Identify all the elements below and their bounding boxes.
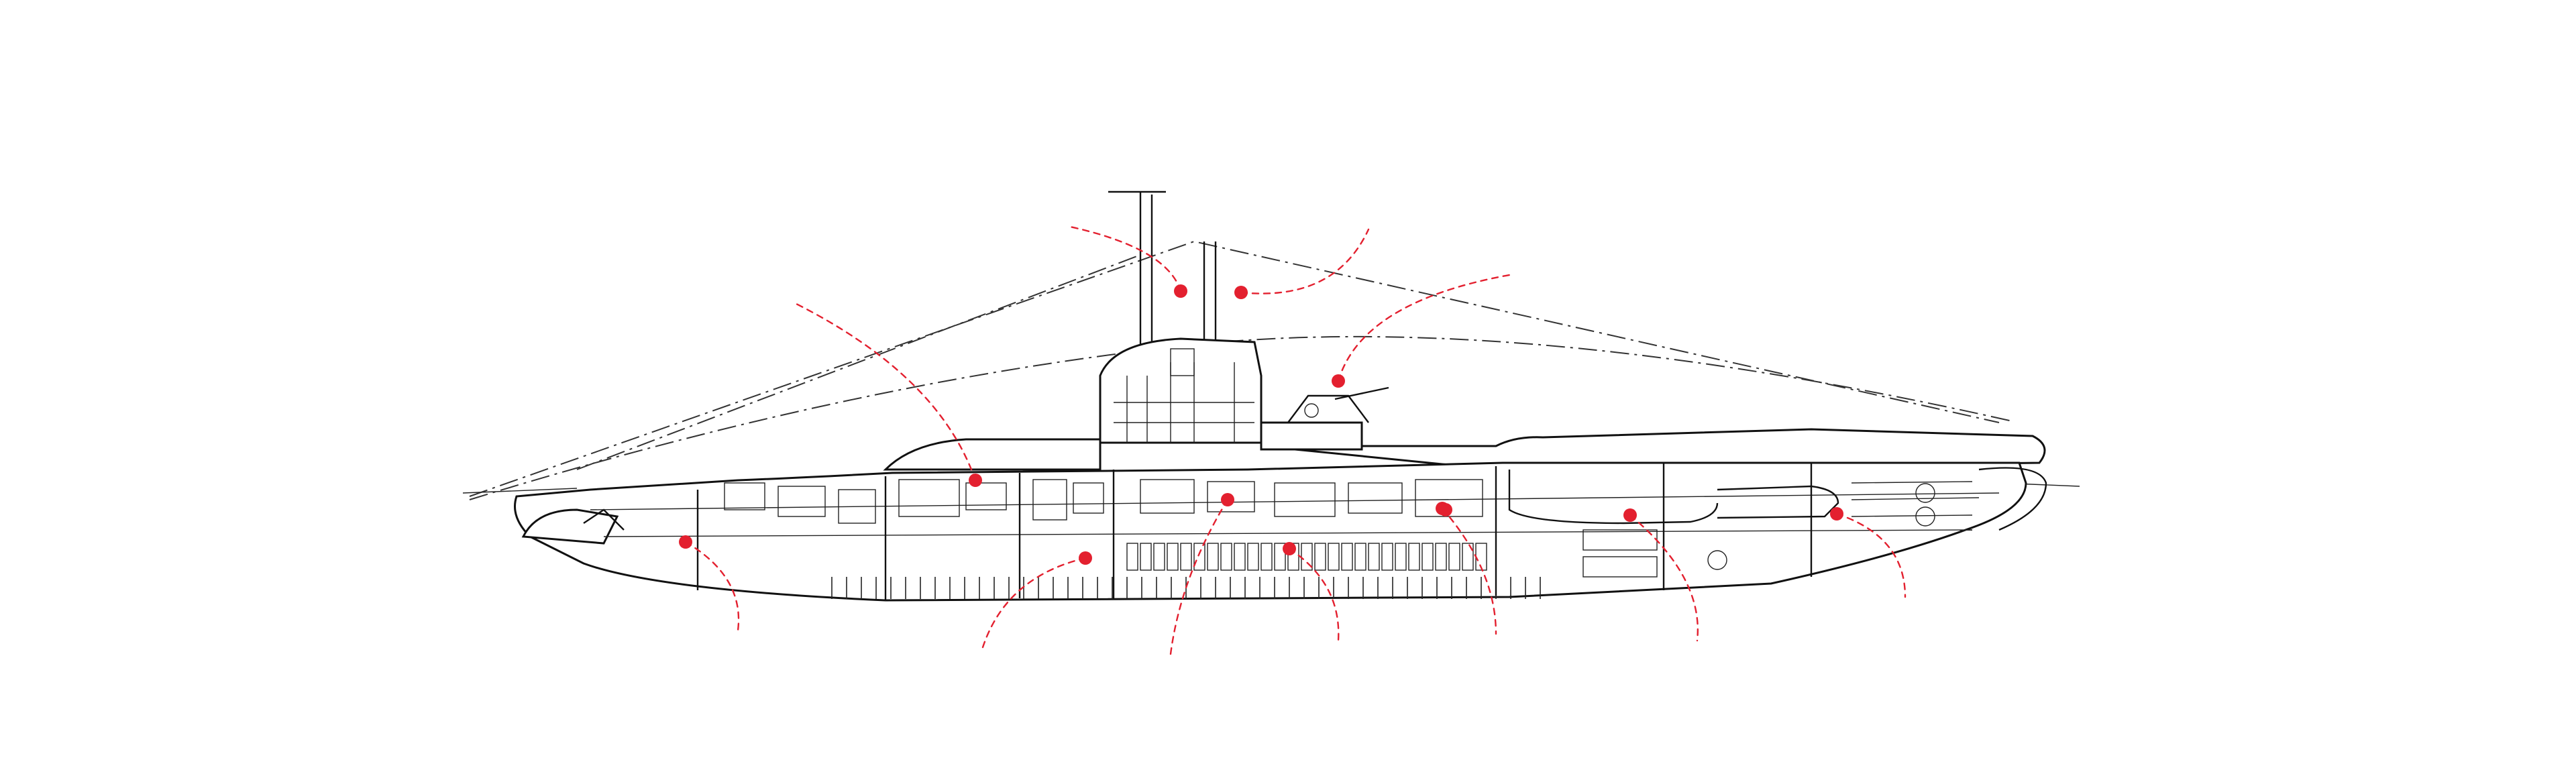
battery-cell	[1207, 543, 1219, 571]
leader-aft-battery	[981, 557, 1087, 649]
hotspot-deck-gun[interactable]	[1332, 374, 1345, 388]
battery-cell	[1274, 543, 1286, 571]
battery-cell	[1421, 543, 1434, 571]
leader-periscope	[1069, 225, 1182, 292]
battery-cell	[1180, 543, 1192, 571]
battery-cells	[1126, 543, 1487, 571]
leader-snorkel-mast	[1240, 228, 1370, 294]
battery-cell	[1126, 543, 1138, 571]
hotspot-layer	[679, 225, 1907, 655]
battery-cell	[1354, 543, 1366, 571]
aft-casing	[883, 438, 1102, 471]
leader-forward-battery	[1835, 512, 1907, 598]
hotspot-forward-battery[interactable]	[1830, 507, 1843, 521]
leader-aft-torpedo-room	[684, 541, 740, 632]
battery-cell	[1220, 543, 1232, 571]
hotspot-snorkel-mast[interactable]	[1234, 286, 1248, 299]
leader-control-room-aft	[1169, 498, 1229, 655]
leader-officers-quarters	[1629, 514, 1699, 642]
battery-cell	[1435, 543, 1447, 571]
forward-casing	[1260, 428, 2046, 471]
rigging-wires	[469, 240, 2013, 500]
hotspot-forward-torpedo-room[interactable]	[1439, 503, 1452, 516]
pressure-hull	[514, 461, 2027, 602]
battery-cell	[1341, 543, 1353, 571]
hotspot-aft-battery[interactable]	[1079, 551, 1092, 565]
battery-cell	[1462, 543, 1474, 571]
battery-cell	[1395, 543, 1407, 571]
battery-cell	[1153, 543, 1165, 571]
battery-cell	[1408, 543, 1420, 571]
hotspot-officers-quarters[interactable]	[1623, 508, 1637, 522]
hotspot-periscope[interactable]	[1174, 284, 1187, 298]
battery-cell	[1167, 543, 1179, 571]
deck-gun-mount	[1260, 386, 1389, 451]
hotspot-control-room-aft[interactable]	[1221, 493, 1234, 506]
internal-machinery	[590, 463, 2000, 600]
battery-cell	[1381, 543, 1393, 571]
battery-cell	[1140, 543, 1152, 571]
battery-cell	[1247, 543, 1259, 571]
battery-cell	[1368, 543, 1380, 571]
leader-deck-gun	[1337, 274, 1511, 382]
battery-cell	[1314, 543, 1326, 571]
battery-cell	[1328, 543, 1340, 571]
battery-cell	[1448, 543, 1460, 571]
battery-cell	[1234, 543, 1246, 571]
leader-control-room	[1288, 547, 1340, 642]
conning-tower	[1099, 337, 1263, 444]
battery-cell	[1193, 543, 1205, 571]
bow-cap	[1978, 467, 2047, 531]
keel-frames	[831, 577, 1541, 599]
leader-central-ballast	[1441, 507, 1497, 635]
hotspot-aft-torpedo-room[interactable]	[679, 535, 692, 549]
leader-diesel-engine-room	[794, 302, 977, 482]
battery-cell	[1260, 543, 1273, 571]
hotspot-control-room[interactable]	[1283, 542, 1296, 555]
hotspot-diesel-engine-room[interactable]	[969, 474, 982, 487]
